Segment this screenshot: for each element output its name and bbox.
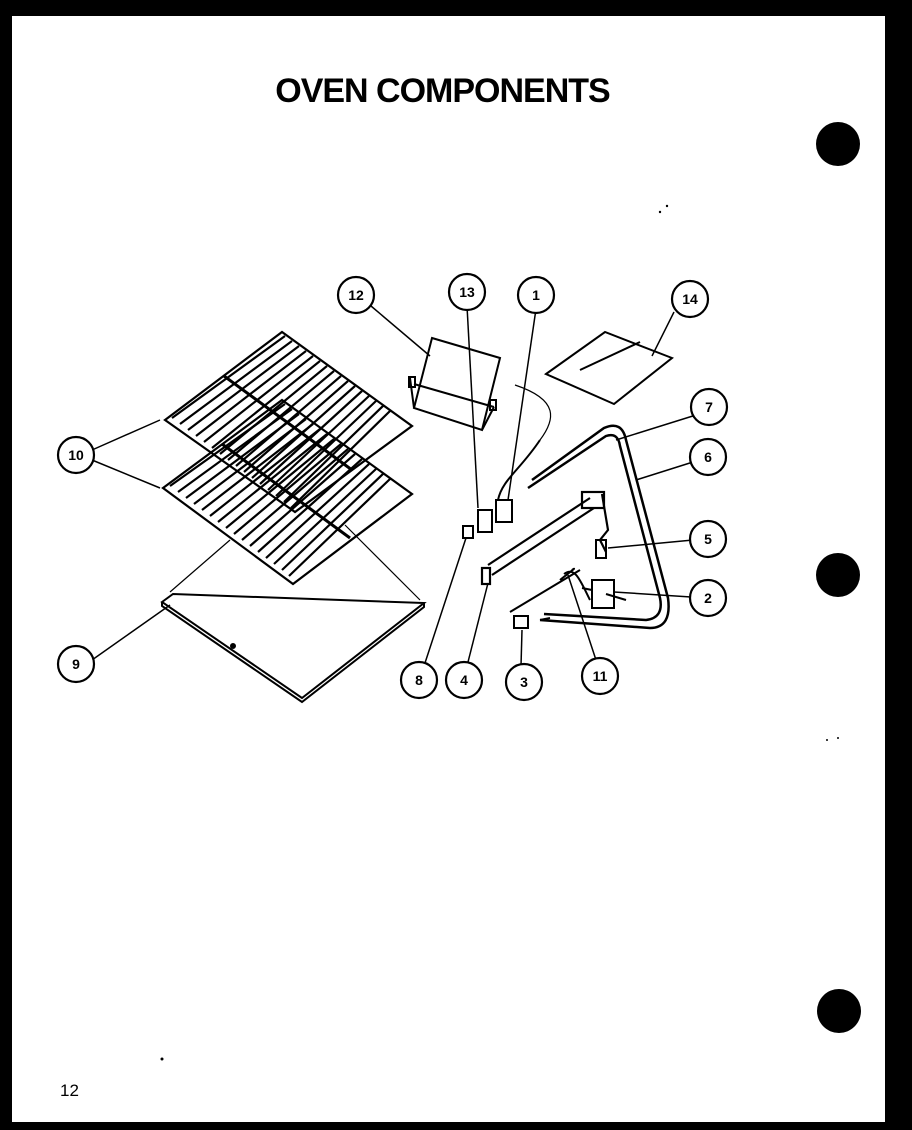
callout-6: 6 [688,437,728,477]
callout-label: 13 [459,284,475,300]
callout-label: 10 [68,447,84,463]
callout-label: 11 [593,668,608,684]
back-panel [408,336,552,441]
callout-label: 3 [520,674,528,690]
punch-hole-middle [816,553,860,597]
callout-13: 13 [447,272,487,312]
callout-label: 12 [348,287,364,303]
gas-tubes [527,424,670,630]
callout-11: 11 [580,656,620,696]
leader-lines [91,305,697,667]
callout-label: 4 [460,672,468,688]
page-title: OVEN COMPONENTS [275,72,610,110]
orifice-and-wire [509,567,591,629]
callout-label: 2 [704,590,712,606]
callout-label: 7 [705,399,713,415]
print-specks [160,204,839,1061]
callout-9: 9 [56,644,96,684]
rack-guide-lines [169,524,421,601]
igniter-assembly [462,439,541,539]
punch-hole-top [816,122,860,166]
diagram-page [12,16,885,1122]
punch-hole-bottom [817,989,861,1033]
page-number: 12 [60,1081,79,1100]
callout-5: 5 [688,519,728,559]
heat-shield [543,330,674,406]
bottom-panel [160,592,427,704]
burner-tube [480,490,610,586]
callout-label: 14 [682,291,698,307]
valve-and-fitting [581,539,627,609]
callout-3: 3 [504,662,544,702]
callout-label: 5 [704,531,712,547]
callout-label: 6 [704,449,712,465]
callout-12: 12 [336,275,376,315]
callout-7: 7 [689,387,729,427]
callout-10: 10 [56,435,96,475]
callout-4: 4 [444,660,484,700]
callout-8: 8 [399,660,439,700]
callout-2: 2 [688,578,728,618]
callout-label: 8 [415,672,423,688]
callout-1: 1 [516,275,556,315]
oven-rack-lower [161,398,414,586]
callout-14: 14 [670,279,710,319]
callout-label: 9 [72,656,80,672]
callout-label: 1 [532,287,540,303]
